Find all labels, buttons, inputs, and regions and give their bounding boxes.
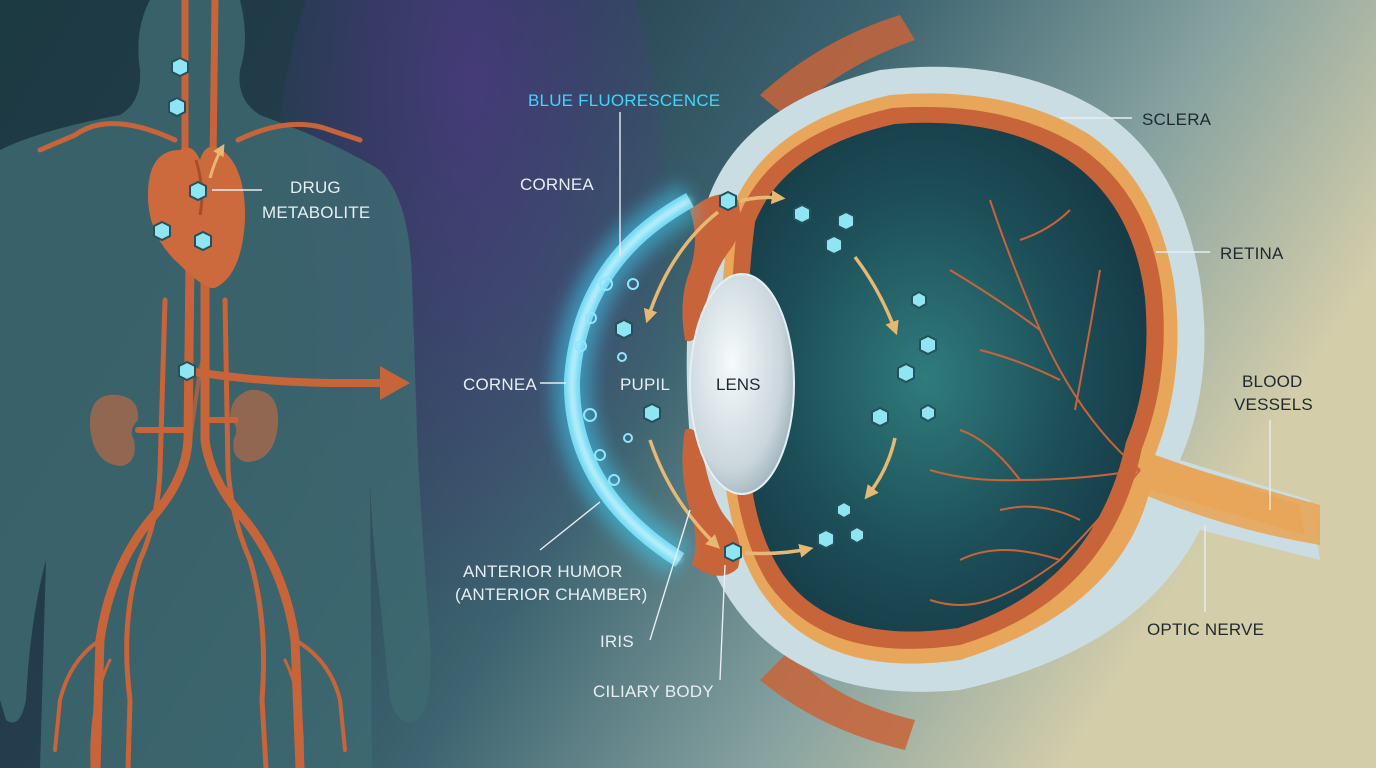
kidneys: [89, 389, 279, 466]
label-sclera: SCLERA: [1142, 110, 1212, 129]
eye-muscle-bottom: [760, 650, 915, 750]
body-molecules: [153, 56, 212, 382]
circulatory-system: [37, 0, 363, 768]
label-vessels: VESSELS: [1234, 395, 1313, 414]
label-optic-nerve: OPTIC NERVE: [1147, 620, 1264, 639]
body-silhouette: [0, 0, 431, 768]
label-cornea-top: CORNEA: [520, 175, 594, 194]
label-pupil: PUPIL: [620, 375, 670, 394]
eye-molecules: [615, 190, 937, 563]
label-blood: BLOOD: [1242, 372, 1303, 391]
eye-muscle-top: [760, 15, 915, 120]
label-blue-fluorescence: BLUE FLUORESCENCE: [528, 91, 720, 110]
flow-arrow: [194, 366, 410, 400]
retinal-vessels: [929, 199, 1141, 606]
label-iris: IRIS: [600, 632, 634, 651]
optic-nerve: [1145, 455, 1320, 545]
leader-lines: [539, 112, 1271, 681]
fluorescent-molecules: [575, 277, 639, 486]
lens-shape: [689, 273, 795, 495]
label-drug: DRUG: [290, 178, 341, 197]
label-anterior-chamber: (ANTERIOR CHAMBER): [455, 585, 648, 604]
label-metabolite: METABOLITE: [262, 203, 370, 222]
label-retina: RETINA: [1220, 244, 1284, 263]
label-anterior-humor: ANTERIOR HUMOR: [463, 562, 623, 581]
cornea-fluorescence: [552, 183, 700, 577]
diffusion-arrows: [643, 190, 899, 558]
label-cornea-mid: CORNEA: [463, 375, 537, 394]
label-lens: LENS: [716, 375, 760, 394]
label-ciliary-body: CILIARY BODY: [593, 682, 714, 701]
